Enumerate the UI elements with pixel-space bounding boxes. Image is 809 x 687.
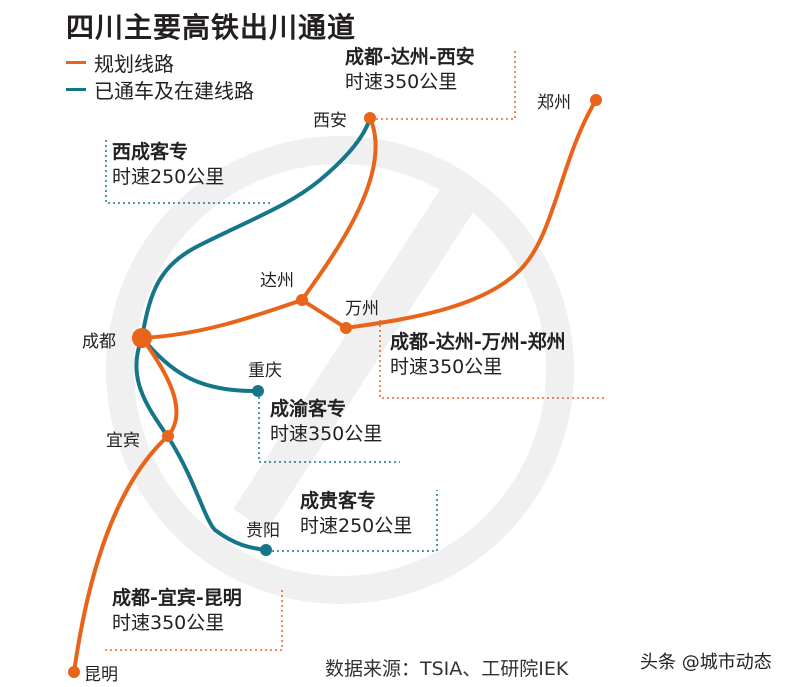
line-cheng-yi-kun bbox=[72, 336, 179, 674]
city-xian: 西安 bbox=[313, 111, 347, 131]
leader-chenggui bbox=[272, 490, 438, 552]
route-label: 西成客专时速250公里 bbox=[112, 140, 224, 190]
city-chengdu: 成都 bbox=[82, 332, 116, 352]
route-speed: 时速250公里 bbox=[300, 515, 413, 537]
legend-swatch-teal bbox=[66, 88, 86, 91]
city-dots bbox=[68, 94, 602, 678]
leader-kunming bbox=[105, 590, 283, 651]
route-name: 成都-达州-万州-郑州 bbox=[390, 331, 566, 353]
route-label: 成都-达州-万州-郑州时速350公里 bbox=[390, 330, 566, 380]
line-chenggui bbox=[134, 336, 268, 552]
route-name: 成渝客专 bbox=[270, 398, 347, 420]
route-name: 成都-宜宾-昆明 bbox=[112, 587, 242, 609]
route-label: 成渝客专时速350公里 bbox=[270, 397, 382, 447]
city-guiyang: 贵阳 bbox=[246, 521, 280, 541]
route-speed: 时速350公里 bbox=[345, 71, 458, 93]
leader-xian bbox=[376, 50, 516, 120]
legend-label: 已通车及在建线路 bbox=[94, 79, 254, 103]
line-xicheng bbox=[140, 116, 372, 340]
city-zhengzhou: 郑州 bbox=[537, 93, 571, 113]
leader-chengyu bbox=[258, 397, 400, 463]
legend-built: 已通车及在建线路 bbox=[66, 75, 254, 104]
route-speed: 时速350公里 bbox=[390, 356, 503, 378]
legend-swatch-orange bbox=[66, 61, 86, 64]
leader-xicheng bbox=[105, 140, 270, 204]
route-speed: 时速350公里 bbox=[270, 423, 383, 445]
city-kunming: 昆明 bbox=[84, 665, 118, 685]
city-wanzhou: 万州 bbox=[345, 299, 379, 319]
legend-label: 规划线路 bbox=[94, 52, 174, 76]
route-name: 成贵客专 bbox=[300, 490, 377, 512]
route-speed: 时速250公里 bbox=[112, 166, 225, 188]
city-dazhou: 达州 bbox=[260, 271, 294, 291]
source-note: 数据来源：TSIA、工研院IEK bbox=[325, 658, 569, 680]
route-label: 成都-达州-西安时速350公里 bbox=[345, 45, 475, 95]
route-label: 成贵客专时速250公里 bbox=[300, 489, 412, 539]
city-chongqing: 重庆 bbox=[248, 361, 282, 381]
route-speed: 时速350公里 bbox=[112, 612, 225, 634]
route-label: 成都-宜宾-昆明时速350公里 bbox=[112, 586, 242, 636]
legend-planned: 规划线路 bbox=[66, 48, 174, 77]
city-yibin: 宜宾 bbox=[106, 431, 140, 451]
leader-zheng bbox=[379, 320, 607, 399]
route-name: 成都-达州-西安 bbox=[345, 46, 475, 68]
watermark-text: 头条 @城市动态 bbox=[640, 652, 772, 673]
line-cheng-da-wan-zheng bbox=[300, 98, 598, 331]
watermark-logo bbox=[106, 136, 574, 604]
route-name: 西成客专 bbox=[112, 141, 189, 163]
page-title: 四川主要高铁出川通道 bbox=[66, 11, 357, 44]
